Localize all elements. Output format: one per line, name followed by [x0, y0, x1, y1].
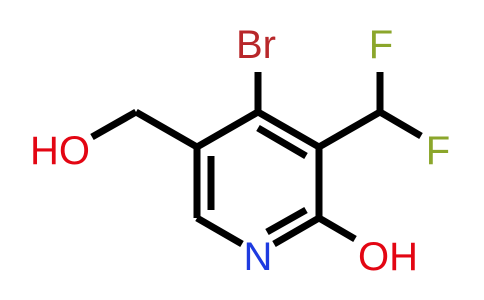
- bond-c3-chf2: [317, 108, 382, 151]
- bond-c4-c3: [256, 108, 321, 151]
- bonds: [90, 72, 423, 248]
- bond-c2-n: [272, 214, 321, 248]
- bond-ch2-o: [90, 108, 138, 141]
- atom-label-oh: OH: [358, 235, 418, 279]
- atom-label-ho: HO: [30, 129, 90, 173]
- atom-label-n: N: [244, 235, 273, 279]
- bond-c2-oh: [317, 214, 357, 243]
- bond-c2-n-inner: [265, 206, 308, 236]
- atom-labels: Br F F HO N OH: [30, 23, 450, 279]
- atom-label-f1: F: [369, 23, 393, 67]
- bond-c5-ch2: [134, 108, 199, 151]
- atom-label-br: Br: [236, 23, 276, 67]
- bond-chf2-f2: [378, 108, 423, 140]
- atom-label-f2: F: [426, 129, 450, 173]
- bond-c4-c3-inner: [256, 124, 308, 160]
- bond-c5-c4: [195, 108, 260, 151]
- bond-n-c6: [195, 214, 244, 248]
